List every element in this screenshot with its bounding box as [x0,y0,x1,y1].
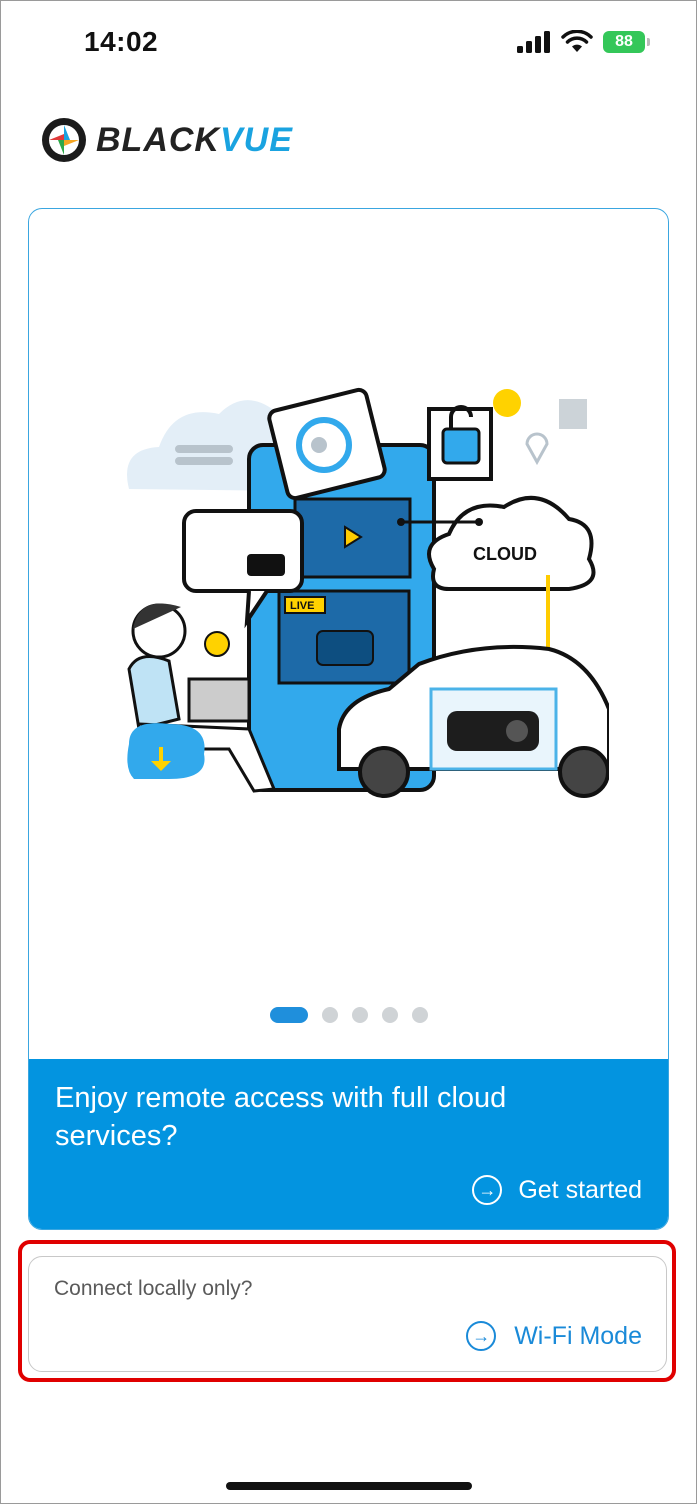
cloud-label: CLOUD [473,544,537,564]
cloud-services-illustration: LIVE CLOUD [127,387,609,798]
battery-icon: 88 [603,31,650,53]
live-label: LIVE [290,600,314,612]
get-started-label: Get started [518,1175,642,1204]
get-started-button[interactable]: → Get started [472,1175,642,1205]
status-time: 14:02 [84,26,159,57]
app-logo: BLACKVUE [40,116,293,164]
carousel-pagination [29,1007,668,1023]
pagination-dot-5[interactable] [411,1007,428,1023]
pagination-dot-1[interactable] [269,1007,308,1023]
highlight-box [18,1240,676,1382]
home-indicator[interactable] [226,1482,472,1490]
status-icons: 88 [517,30,650,54]
blackvue-logo-icon [42,118,86,162]
arrow-right-circle-icon: → [466,1321,497,1351]
banner-title: Enjoy remote access with full cloud serv… [55,1082,507,1152]
wifi-mode-button[interactable]: → Wi-Fi Mode [466,1321,642,1351]
signal-icon [517,31,550,53]
pagination-dot-2[interactable] [321,1007,338,1023]
pagination-dot-4[interactable] [381,1007,398,1023]
pagination-dot-3[interactable] [351,1007,368,1023]
local-question: Connect locally only? [54,1277,253,1300]
logo-wordmark: BLACKVUE [96,120,293,159]
wifi-mode-card[interactable]: Connect locally only? → Wi-Fi Mode [28,1256,667,1372]
arrow-right-circle-icon: → [472,1175,503,1205]
wifi-mode-label: Wi-Fi Mode [514,1321,642,1350]
onboarding-card[interactable]: LIVE CLOUD [28,208,669,1230]
cloud-banner[interactable]: Enjoy remote access with full cloud serv… [29,1059,668,1229]
battery-level: 88 [615,33,633,50]
wifi-icon [561,30,593,52]
